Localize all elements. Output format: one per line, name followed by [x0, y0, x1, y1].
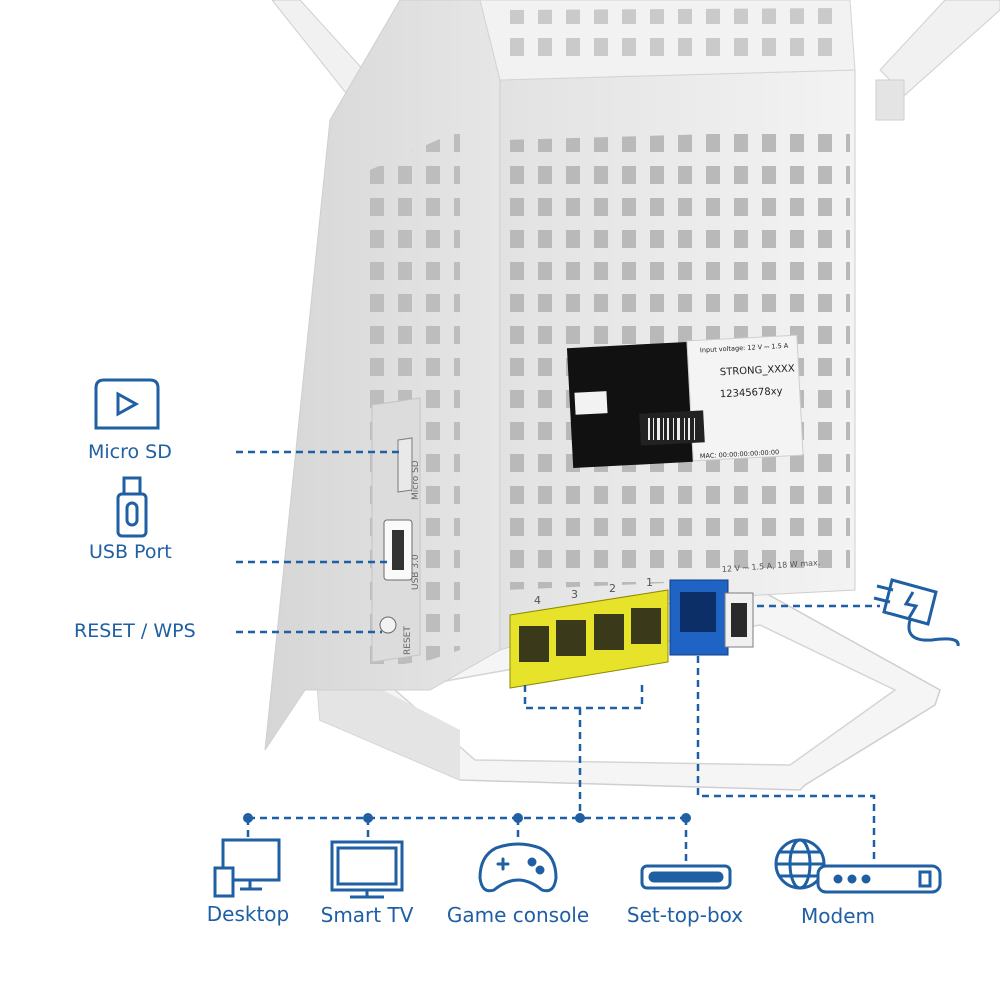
reset-wps-label: RESET / WPS: [74, 620, 196, 642]
set-top-box-label: Set-top-box: [626, 903, 744, 927]
port-number: 1: [646, 576, 653, 589]
connector-dots: [243, 813, 691, 823]
usb-engraving: USB 3.0: [411, 554, 421, 590]
port-number: 4: [534, 594, 541, 607]
usb-stick-icon: [116, 476, 148, 538]
sticker-model: STRONG_XXXX: [720, 363, 796, 378]
side-ports: [379, 437, 413, 634]
micro-sd-label: Micro SD: [88, 441, 172, 463]
sticker-text: Input voltage: 12 V ⎓ 1.5 A STRONG_XXXX …: [700, 342, 795, 461]
port-number: 2: [609, 582, 616, 595]
micro-sd-icon: [94, 378, 160, 430]
game-console-label: Game console: [446, 903, 590, 927]
connector-lines: [236, 450, 880, 864]
smart-tv-label: Smart TV: [320, 903, 414, 927]
set-top-box-icon: [640, 864, 732, 890]
desktop-icon: [213, 838, 281, 898]
modem-label: Modem: [801, 904, 875, 928]
micro-sd-engraving: Micro SD: [411, 460, 421, 500]
desktop-label: Desktop: [206, 902, 290, 926]
lan-ports: [509, 589, 669, 689]
usb-port-label: USB Port: [89, 541, 172, 563]
label-sticker: [566, 334, 804, 469]
game-console-icon: [478, 842, 558, 893]
power-adapter-icon: [873, 578, 960, 647]
reset-engraving: RESET: [403, 626, 413, 655]
router-back-panel: [479, 0, 856, 651]
smart-tv-icon: [330, 840, 404, 899]
sticker-serial: 12345678xy: [720, 386, 783, 400]
router-side-panel: [264, 0, 501, 751]
port-number-labels: 4 3 2 1: [534, 576, 653, 607]
modem-icon: [774, 838, 942, 894]
port-number: 3: [571, 588, 578, 601]
side-panel-text: Micro SD USB 3.0 RESET: [403, 460, 421, 655]
wan-port: [669, 579, 729, 656]
power-jack: [724, 592, 754, 648]
